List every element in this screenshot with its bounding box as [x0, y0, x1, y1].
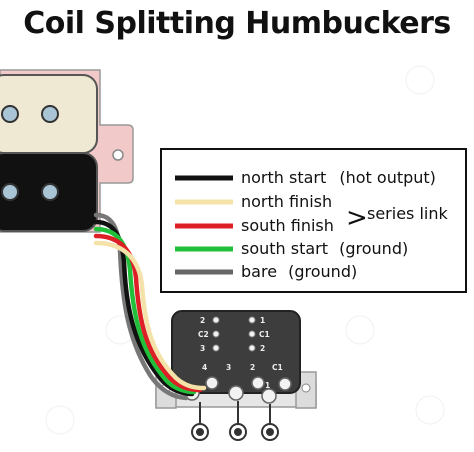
legend-note-north-start: (hot output) [339, 168, 436, 187]
svg-text:south start (ground): south start (ground) [241, 239, 408, 258]
pin-label-c1: C1 [259, 330, 270, 339]
pin-label-bottom-3: 3 [226, 363, 231, 372]
pin-label-top-1: 1 [260, 316, 265, 325]
black-coil-pole-2 [41, 183, 59, 201]
pin-label-bottom-1: 1 [265, 381, 270, 390]
cream-coil-pole-2 [41, 105, 59, 123]
legend-note-south-start: (ground) [339, 239, 408, 258]
pin-label-c2: C2 [198, 330, 209, 339]
pin-label-top-2: 2 [200, 316, 205, 325]
terminal-c1 [278, 377, 292, 391]
wire-color-legend: north start (hot output) north finish so… [160, 148, 467, 293]
svg-text:bare (ground): bare (ground) [241, 262, 357, 281]
series-link-brace: > [346, 203, 368, 233]
terminal-4 [205, 376, 219, 390]
pin-label-c1b: C1 [272, 363, 283, 372]
black-coil-pole-1 [1, 183, 19, 201]
switch-bottom-eyelets [191, 423, 279, 441]
wire-north-finish-cream [93, 240, 207, 391]
legend-box [160, 148, 467, 293]
svg-text:north start (hot output): north start (hot output) [241, 168, 436, 187]
pin-label-top-3: 3 [200, 344, 205, 353]
pin-label-bottom-4: 4 [202, 363, 207, 372]
legend-label-bare: bare [241, 262, 277, 281]
switch-upper-lugs [212, 316, 256, 352]
legend-label-south-start: south start [241, 239, 328, 258]
series-link-label: series link [367, 204, 449, 223]
baseplate-mounting-hole [112, 149, 124, 161]
diagram-title: Coil Splitting Humbuckers [23, 6, 451, 41]
wire-harness [93, 212, 207, 401]
pin-label-bottom-2: 2 [250, 363, 255, 372]
switch-assembly: C2 2 3 C1 1 2 4 3 2 C1 C2 1 [155, 310, 317, 441]
pin-label-top-2b: 2 [260, 344, 265, 353]
legend-note-bare: (ground) [288, 262, 357, 281]
legend-label-north-finish: north finish [241, 192, 332, 211]
cream-coil-pole-1 [1, 105, 19, 123]
humbucker-pickup [0, 69, 134, 233]
terminal-2 [251, 376, 265, 390]
terminal-3 [228, 385, 244, 401]
legend-label-north-start: north start [241, 168, 326, 187]
legend-label-south-finish: south finish [241, 216, 334, 235]
terminal-1 [261, 388, 277, 404]
